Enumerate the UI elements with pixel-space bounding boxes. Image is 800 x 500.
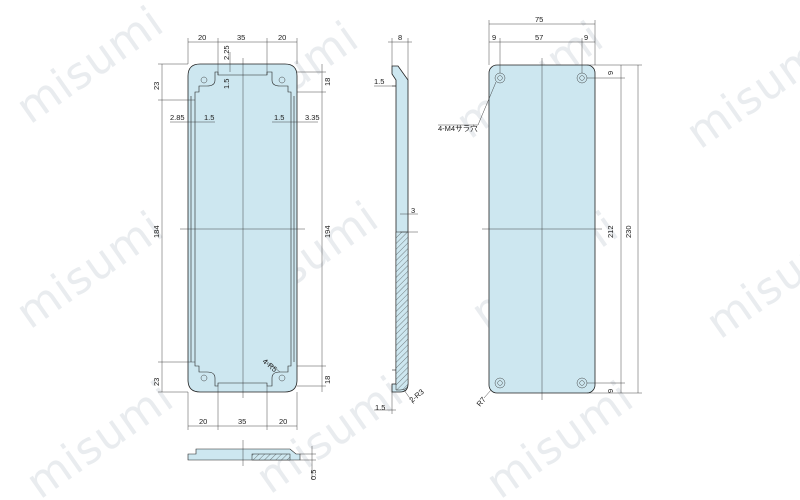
watermark-text: misumi xyxy=(7,201,173,339)
front-top-inner: 2.25 xyxy=(222,45,231,60)
bottom-view-section xyxy=(251,453,291,461)
watermark-text: misumi xyxy=(697,211,800,349)
front-step-left: 1.5 xyxy=(204,113,214,122)
side-section-hatch xyxy=(395,231,409,391)
side-flange-bottom: 1.5 xyxy=(375,403,385,412)
rear-edge-bottom: 9 xyxy=(606,389,615,393)
rear-pitch-left: 9 xyxy=(492,33,496,42)
front-step-right: 1.5 xyxy=(274,113,284,122)
rear-hole-leader xyxy=(477,81,497,126)
front-corner-hole xyxy=(200,76,208,84)
rear-radius-leader xyxy=(483,389,492,399)
front-plate-outline xyxy=(187,63,298,393)
front-left-bottom: 23 xyxy=(152,378,161,386)
rear-edge-top: 9 xyxy=(606,71,615,75)
front-inner-outline xyxy=(194,71,292,387)
rear-pitch-center: 57 xyxy=(535,33,543,42)
front-corner-hole xyxy=(200,374,208,382)
front-right-top: 18 xyxy=(323,78,332,86)
rear-overall-width: 75 xyxy=(535,15,543,24)
front-top-width-right: 20 xyxy=(278,33,286,42)
rear-corner-radius: R7 xyxy=(475,395,488,408)
front-view: 20 35 20 2.25 1.5 23 184 23 18 194 18 2.… xyxy=(152,33,332,430)
watermark-text: misumi xyxy=(7,0,173,134)
front-top-width-center: 35 xyxy=(237,33,245,42)
side-thickness: 8 xyxy=(398,33,402,42)
side-radius-leader xyxy=(403,389,415,405)
rear-countersunk-hole xyxy=(497,380,503,386)
front-bottom-width-right: 20 xyxy=(279,417,287,426)
front-bottom-width-center: 35 xyxy=(238,417,246,426)
watermark-text: misumi xyxy=(677,21,800,159)
front-corner-hole xyxy=(278,76,286,84)
front-right-bottom: 18 xyxy=(323,376,332,384)
side-flange: 1.5 xyxy=(374,77,384,86)
rear-countersunk-hole xyxy=(497,75,503,81)
front-notch-depth: 1.5 xyxy=(222,79,231,89)
side-step: 3 xyxy=(411,206,415,215)
side-radius-callout: 2-R3 xyxy=(408,387,426,404)
side-view: 8 1.5 3 1.5 2-R3 xyxy=(374,33,426,414)
front-radius-leader xyxy=(264,359,281,373)
front-bottom-width-left: 20 xyxy=(199,417,207,426)
rear-hole-span: 212 xyxy=(606,225,615,238)
rear-countersunk-hole xyxy=(494,377,506,389)
front-height-left: 184 xyxy=(152,225,161,238)
rear-pitch-right: 9 xyxy=(584,33,588,42)
rear-view: 75 9 57 9 4-M4サラ穴 9 212 230 9 R7 xyxy=(438,15,642,408)
front-height-right: 194 xyxy=(323,225,332,238)
front-top-width-left: 20 xyxy=(198,33,206,42)
rear-countersunk-hole xyxy=(579,75,585,81)
rear-overall-height: 230 xyxy=(624,225,633,238)
rear-countersunk-hole xyxy=(579,380,585,386)
rear-hole-callout: 4-M4サラ穴 xyxy=(438,123,478,133)
front-offset-right: 3.35 xyxy=(305,113,320,122)
front-offset-left: 2.85 xyxy=(170,113,185,122)
front-left-top: 23 xyxy=(152,82,161,90)
front-corner-hole xyxy=(278,374,286,382)
bottom-view: 0.5 xyxy=(187,440,318,480)
watermark-text: misumi xyxy=(17,371,183,500)
bottom-view-thickness: 0.5 xyxy=(309,470,318,480)
